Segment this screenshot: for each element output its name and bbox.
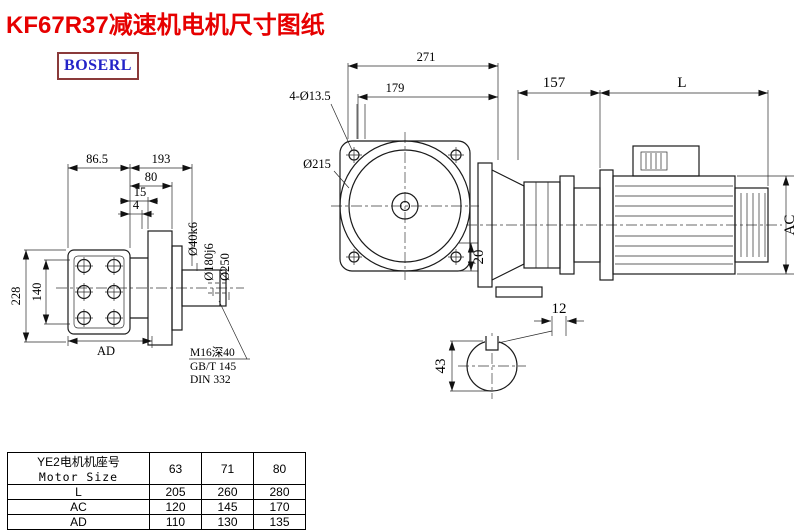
label-bolt-holes: 4-Ø13.5: [289, 89, 330, 103]
label-dia-180j6: Ø180j6: [202, 243, 216, 281]
brand-logo: BOSERL: [57, 52, 139, 80]
table-header-motor-size: YE2电机机座号 Motor Size: [7, 452, 150, 485]
label-dia-40k6: Ø40k6: [186, 222, 200, 256]
dim-193: 193: [152, 152, 171, 166]
table-cell: 280: [253, 484, 306, 500]
table-row-l: L 205 260 280: [7, 484, 306, 500]
dim-80: 80: [145, 170, 158, 184]
dim-15: 15: [134, 185, 147, 199]
dim-140: 140: [30, 283, 44, 302]
dim-179: 179: [386, 81, 405, 95]
dim-228: 228: [9, 287, 23, 306]
dim-ac: AC: [782, 215, 798, 236]
row-label-l: L: [7, 484, 150, 500]
dim-43: 43: [433, 359, 449, 374]
dim-157: 157: [543, 75, 566, 91]
dim-86-5: 86.5: [86, 152, 108, 166]
flange-view: 4-Ø13.5 Ø215 20 271 179: [289, 50, 499, 280]
table-cell: 145: [201, 499, 254, 515]
dim-12: 12: [552, 301, 567, 317]
table-cell: 110: [149, 514, 202, 530]
row-label-ac: AC: [7, 499, 150, 515]
note-gbt-145: GB/T 145: [190, 361, 236, 373]
dim-271: 271: [417, 50, 436, 64]
dim-ad: AD: [97, 344, 115, 358]
table-size-80: 80: [253, 452, 306, 485]
table-cell: 120: [149, 499, 202, 515]
page-title: KF67R37减速机电机尺寸图纸: [6, 12, 325, 39]
table-header-cn: YE2电机机座号: [37, 455, 120, 469]
table-header-row: YE2电机机座号 Motor Size 63 71 80: [7, 452, 306, 485]
table-header-en: Motor Size: [38, 470, 119, 484]
row-label-ad: AD: [7, 514, 150, 530]
table-size-71: 71: [201, 452, 254, 485]
table-cell: 135: [253, 514, 306, 530]
motor-fins: [615, 185, 733, 265]
label-dia-215: Ø215: [303, 157, 331, 171]
front-view: 86.5 193 80 15 4 228 140 AD Ø40k6 Ø180j6: [9, 152, 250, 386]
dim-20: 20: [471, 250, 487, 265]
table-cell: 170: [253, 499, 306, 515]
table-cell: 205: [149, 484, 202, 500]
table-row-ac: AC 120 145 170: [7, 499, 306, 515]
table-cell: 130: [201, 514, 254, 530]
motor-size-table: YE2电机机座号 Motor Size 63 71 80 L 205 260 2…: [7, 452, 306, 530]
fan-cover: [734, 187, 769, 263]
table-size-63: 63: [149, 452, 202, 485]
table-row-ad: AD 110 130 135: [7, 514, 306, 530]
note-tap-m16: M16深40: [190, 345, 235, 359]
table-cell: 260: [201, 484, 254, 500]
dim-l: L: [677, 75, 686, 91]
terminal-box: [632, 145, 700, 177]
label-dia-250: Ø250: [218, 253, 232, 281]
shaft-section-view: 43 12: [433, 301, 584, 399]
note-din-332: DIN 332: [190, 374, 231, 386]
side-view: 157 L AC: [466, 75, 798, 298]
dim-4: 4: [133, 198, 140, 212]
